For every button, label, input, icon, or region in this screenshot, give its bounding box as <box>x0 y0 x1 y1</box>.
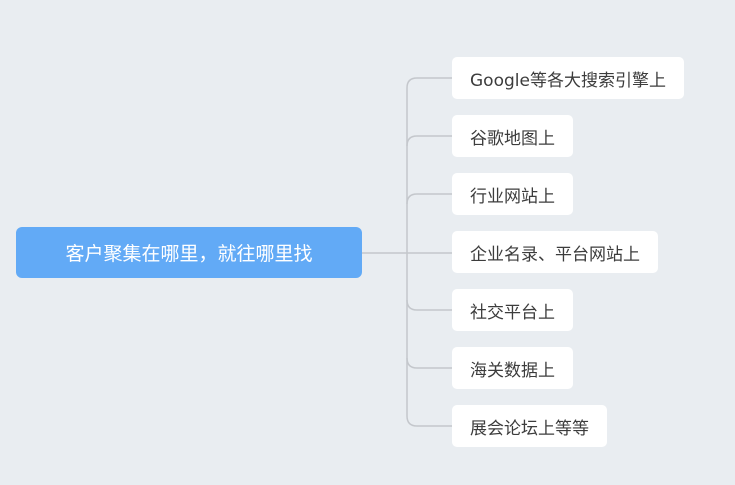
branch-node-exhibitions[interactable]: 展会论坛上等等 <box>452 405 607 447</box>
connector-branch-2 <box>406 135 452 147</box>
connector-branch-3 <box>406 193 452 205</box>
branch-node-industry-sites[interactable]: 行业网站上 <box>452 173 573 215</box>
root-node[interactable]: 客户聚集在哪里，就往哪里找 <box>16 227 362 278</box>
branch-node-search-engines[interactable]: Google等各大搜索引擎上 <box>452 57 684 99</box>
branch-node-customs-data[interactable]: 海关数据上 <box>452 347 573 389</box>
branch-node-social-platforms[interactable]: 社交平台上 <box>452 289 573 331</box>
branch-node-google-maps[interactable]: 谷歌地图上 <box>452 115 573 157</box>
connector-branch-6 <box>406 357 452 369</box>
branch-node-directories[interactable]: 企业名录、平台网站上 <box>452 231 658 273</box>
connector-branch-5 <box>406 299 452 311</box>
connector-spine <box>406 77 418 427</box>
